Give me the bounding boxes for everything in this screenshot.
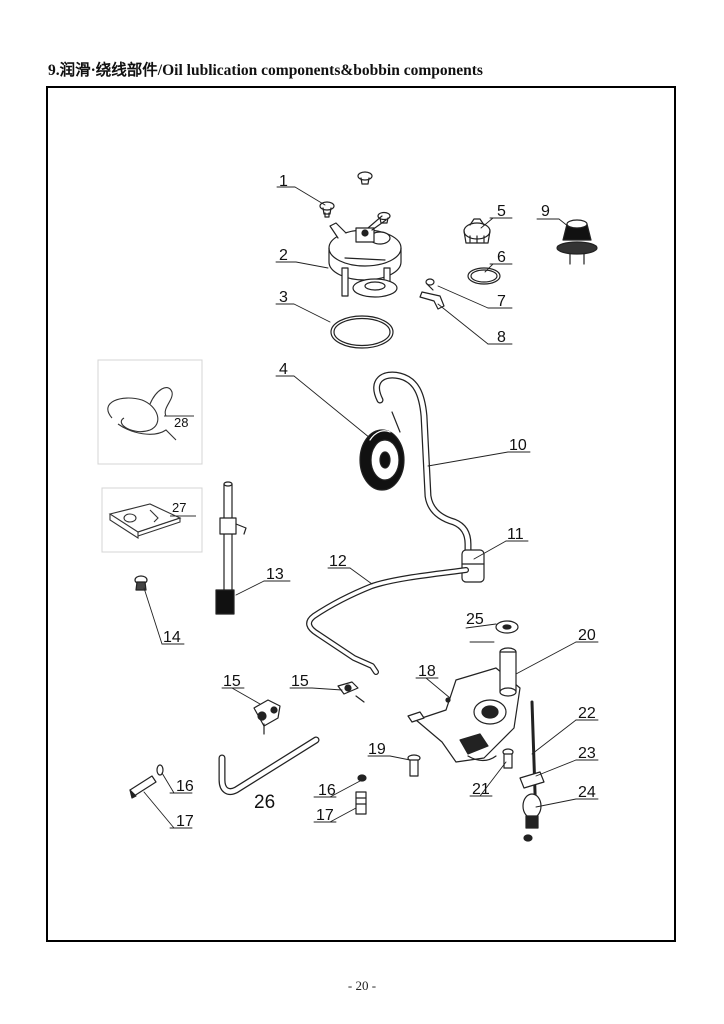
- diagram-frame: [46, 86, 676, 942]
- callout-26: 26: [254, 792, 275, 813]
- callout-6: 6: [497, 249, 506, 266]
- part-9-knob: [556, 219, 598, 265]
- part-26-l-rod: [218, 736, 320, 796]
- callout-8: 8: [497, 329, 506, 346]
- callout-24: 24: [578, 784, 596, 801]
- callout-22: 22: [578, 705, 596, 722]
- part-19-screw: [407, 754, 421, 777]
- part-13-wick-holder: [215, 481, 247, 615]
- part-24-weight: [522, 793, 542, 842]
- callout-15-left: 15: [223, 673, 241, 690]
- callout-10: 10: [509, 437, 527, 454]
- callout-18: 18: [418, 663, 436, 680]
- callout-17-right: 17: [316, 807, 334, 824]
- inset-part-27: [101, 487, 203, 553]
- part-18-winder: [407, 667, 521, 763]
- page-title: 9.润滑·绕线部件/Oil lublication components&bob…: [48, 62, 483, 79]
- part-20-post: [499, 647, 517, 697]
- callout-15-right: 15: [291, 673, 309, 690]
- callout-27: 27: [172, 500, 186, 515]
- callout-23: 23: [578, 745, 596, 762]
- leader-lines: [143, 186, 599, 829]
- callout-17-left: 17: [176, 813, 194, 830]
- part-10-oil-pipe: [373, 371, 472, 576]
- part-7-8-bracket: [419, 278, 445, 310]
- callout-9: 9: [541, 203, 550, 220]
- part-15-fitting-left: [253, 699, 281, 735]
- callout-4: 4: [279, 361, 288, 378]
- part-25-washer: [495, 620, 519, 634]
- part-23-bracket: [519, 771, 545, 789]
- callout-5: 5: [497, 203, 506, 220]
- part-1-screws: [319, 171, 391, 224]
- inset-part-28: [97, 359, 203, 465]
- callout-25: 25: [466, 611, 484, 628]
- part-5-cap: [463, 218, 491, 244]
- callout-1: 1: [279, 173, 288, 190]
- callout-16-left: 16: [176, 778, 194, 795]
- callout-13: 13: [266, 566, 284, 583]
- callout-20: 20: [578, 627, 596, 644]
- callout-16-right: 16: [318, 782, 336, 799]
- part-11-connector: [461, 549, 485, 583]
- callout-19: 19: [368, 741, 386, 758]
- part-15-fitting-right: [337, 681, 365, 703]
- part-21-screw: [502, 748, 514, 769]
- part-3-o-ring: [330, 315, 394, 349]
- callout-12: 12: [329, 553, 347, 570]
- callout-28: 28: [174, 415, 188, 430]
- part-14-screw: [134, 575, 148, 591]
- part-2-pump-body: [328, 215, 402, 298]
- callout-21: 21: [472, 781, 490, 798]
- part-16-17-right: [355, 774, 367, 815]
- part-16-17-left: [129, 764, 164, 799]
- callout-7: 7: [497, 293, 506, 310]
- page-number: - 20 -: [347, 978, 377, 993]
- part-4-felt-wheel: [359, 429, 405, 491]
- part-6-ring: [467, 267, 501, 285]
- part-12-oil-tube: [306, 567, 469, 675]
- callout-14: 14: [163, 629, 181, 646]
- callout-11: 11: [507, 526, 524, 543]
- callout-3: 3: [279, 289, 288, 306]
- parts-diagram: 1 2 3 4 5 6 7 8 9 10 11 12 13 14 15 15 1…: [46, 86, 676, 942]
- callout-2: 2: [279, 247, 288, 264]
